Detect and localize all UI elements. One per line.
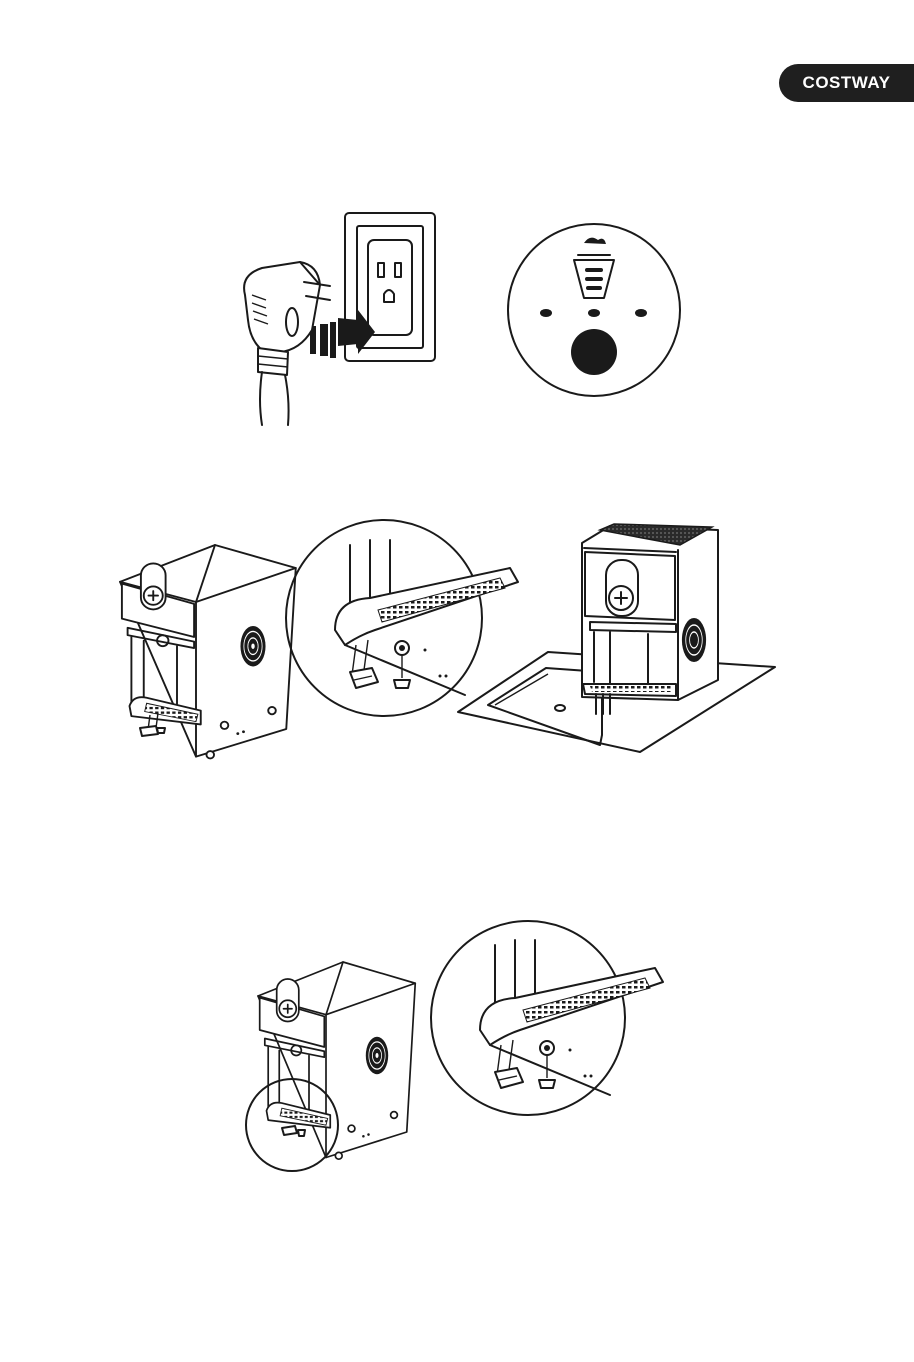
control-panel-closeup-icon bbox=[508, 224, 680, 396]
machine-circled-icon bbox=[246, 962, 415, 1171]
plug-into-outlet-icon bbox=[244, 213, 435, 425]
machine-drain-icon bbox=[458, 524, 775, 752]
feet-detail-icon bbox=[286, 520, 518, 716]
machine-feet-icon bbox=[120, 545, 296, 758]
feet-detail-icon-2 bbox=[431, 921, 663, 1115]
